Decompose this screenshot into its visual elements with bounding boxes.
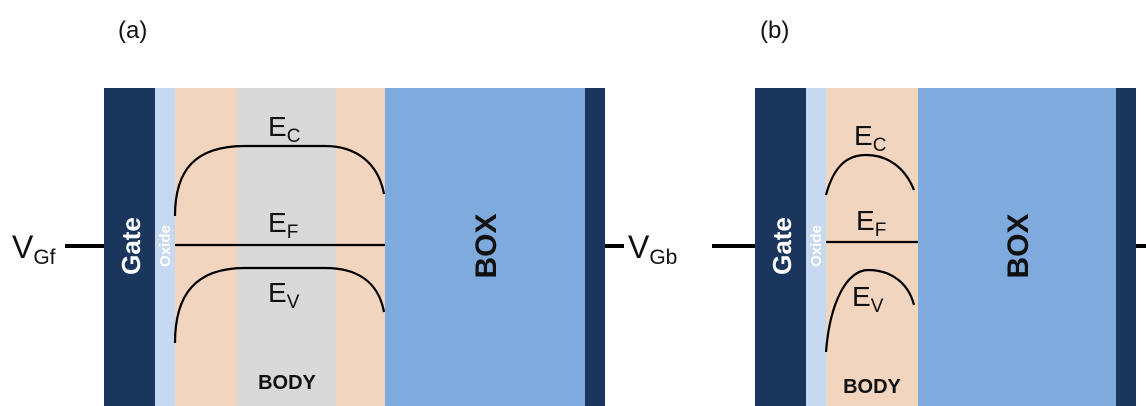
panel-a-ec-main: E (268, 111, 287, 142)
panel-a-oxide-label: Oxide (157, 225, 174, 267)
panel-a-back-voltage-sub: Gb (649, 246, 677, 269)
panel-b-ec-main: E (854, 120, 873, 151)
panel-a-conduction-band (173, 144, 386, 217)
panel-a-gate-label: Gate (116, 217, 146, 275)
panel-a-front-voltage-main: V (12, 229, 34, 265)
panel-a-front-voltage-sub: Gf (33, 246, 55, 269)
panel-a-box-label: BOX (470, 213, 503, 278)
panel-a-ev-label: EV (268, 277, 300, 313)
panel-b-ev-main: E (852, 281, 871, 312)
panel-a-ef-main: E (268, 207, 287, 238)
panel-a-ef-sub: F (287, 222, 299, 243)
panel-a-back-voltage-main: V (628, 229, 650, 265)
panel-b-oxide-layer (806, 88, 826, 406)
panel-a-front-voltage-label: VGf (12, 229, 56, 269)
panel-b-gate-layer (755, 88, 806, 406)
panel-b: (b) Gate Oxide BOX BODY EC EF EV (712, 17, 1146, 406)
panel-a-ec-sub: C (287, 126, 301, 147)
panel-b-box-label: BOX (1002, 213, 1035, 278)
panel-b-ev-label: EV (852, 281, 884, 317)
panel-b-ec-label: EC (854, 120, 886, 156)
panel-b-body-layer (826, 88, 918, 406)
panel-b-label: (b) (760, 17, 789, 44)
panel-a-label: (a) (118, 17, 147, 44)
panel-a-gate-layer (104, 88, 155, 406)
panel-a-body-label: BODY (258, 372, 316, 394)
panel-a-valence-band (173, 266, 386, 344)
panel-b-conduction-band (824, 153, 916, 196)
panel-b-ec-sub: C (873, 135, 887, 156)
panel-b-ev-sub: V (871, 296, 884, 317)
panel-a-back-gate-layer (585, 88, 605, 406)
panel-a-box-layer (385, 88, 585, 406)
panel-a-ec-label: EC (268, 111, 300, 147)
panel-b-gate-label: Gate (767, 217, 797, 275)
panel-b-back-gate-layer (1116, 88, 1136, 406)
panel-b-ef-sub: F (875, 220, 887, 241)
panel-b-ef-main: E (856, 205, 875, 236)
panel-a-depletion-region (237, 88, 336, 406)
panel-a-ev-sub: V (287, 292, 300, 313)
panel-b-box-layer (918, 88, 1116, 406)
panel-a-back-voltage-label: VGb (628, 229, 677, 269)
panel-b-valence-band (824, 268, 916, 353)
panel-a-ev-main: E (268, 277, 287, 308)
panel-b-ef-label: EF (856, 205, 886, 241)
panel-b-body-label: BODY (843, 376, 901, 398)
panel-a-oxide-layer (155, 88, 175, 406)
panel-b-oxide-label: Oxide (808, 225, 825, 267)
panel-a-ef-label: EF (268, 207, 298, 243)
panel-a: (a) VGf VGb Gate Oxide BOX BODY EC EF EV (12, 17, 677, 406)
